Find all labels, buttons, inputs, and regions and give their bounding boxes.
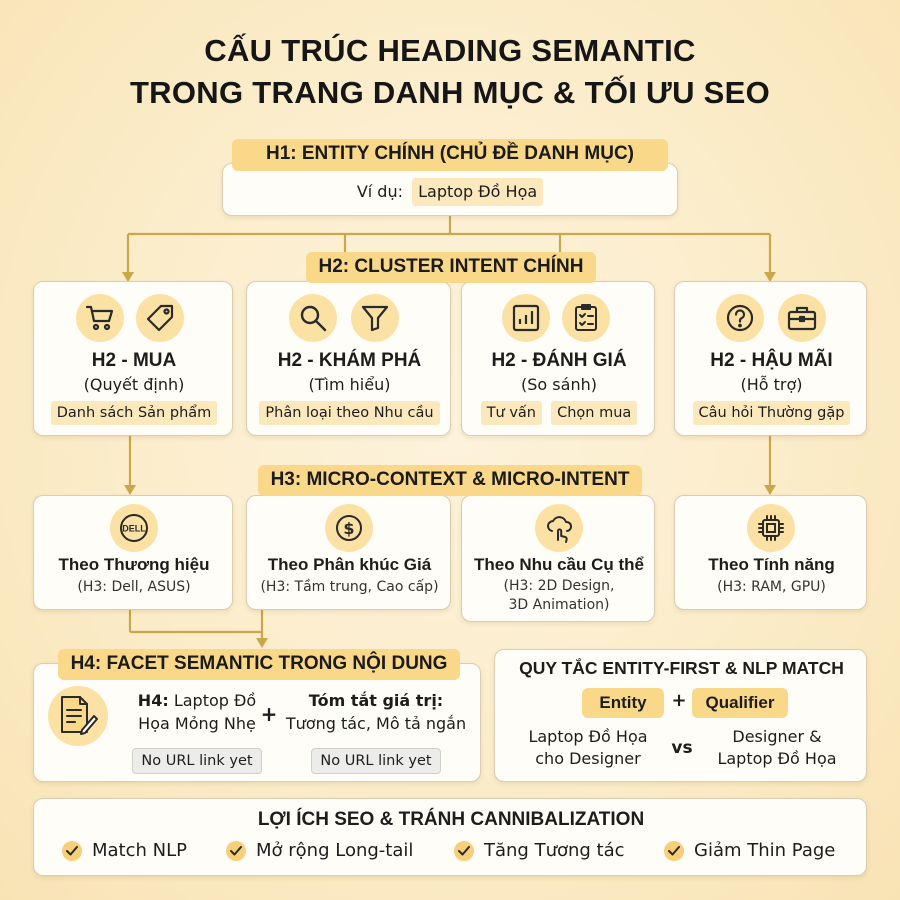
h2-cluster-band: H2: CLUSTER INTENT CHÍNH bbox=[306, 252, 596, 283]
h2-subtitle: (Tìm hiểu) bbox=[308, 375, 391, 394]
seo-benefits-card: LỢI ÍCH SEO & TRÁNH CANNIBALIZATION Matc… bbox=[33, 798, 867, 876]
price-tag-icon bbox=[136, 294, 184, 342]
h3-title: Theo Thương hiệu bbox=[58, 555, 210, 574]
h3-title: Theo Nhu cầu Cụ thể bbox=[474, 555, 644, 574]
rule-plus: + bbox=[671, 690, 687, 711]
check-icon bbox=[226, 841, 246, 861]
url-status-chip: No URL link yet bbox=[311, 748, 441, 774]
h4-plus: + bbox=[260, 702, 278, 726]
benefit-item: Giảm Thin Page bbox=[694, 840, 836, 861]
h4-right-bold: Tóm tắt giá trị: bbox=[308, 691, 444, 710]
rule-vs: vs bbox=[671, 738, 693, 758]
h2-chip: Danh sách Sản phẩm bbox=[50, 401, 218, 425]
funnel-icon bbox=[351, 294, 399, 342]
h3-detail: (H3: RAM, GPU) bbox=[717, 579, 826, 595]
h2-subtitle: (So sánh) bbox=[521, 375, 597, 394]
entity-first-rule-card: QUY TẮC ENTITY-FIRST & NLP MATCH Entity … bbox=[494, 649, 867, 782]
h4-left-line-2: Họa Mỏng Nhẹ bbox=[138, 714, 256, 733]
magnifier-icon bbox=[289, 294, 337, 342]
page-title-line-1: CẤU TRÚC HEADING SEMANTIC bbox=[204, 33, 696, 68]
h3-title: Theo Phân khúc Giá bbox=[267, 555, 432, 574]
h3-title: Theo Tính năng bbox=[708, 555, 835, 574]
h2-subtitle: (Quyết định) bbox=[83, 375, 185, 394]
cloud-touch-icon bbox=[535, 504, 583, 552]
benefit-item: Mở rộng Long-tail bbox=[256, 840, 414, 861]
h3-card-need: Theo Nhu cầu Cụ thể (H3: 2D Design, 3D A… bbox=[461, 495, 655, 622]
rule-left-line-2: cho Designer bbox=[535, 749, 641, 768]
h1-example-label: Ví dụ: bbox=[356, 182, 403, 201]
h3-detail-line-2: 3D Animation) bbox=[508, 597, 610, 613]
rule-left-line-1: Laptop Đồ Họa bbox=[528, 727, 648, 746]
benefits-title: LỢI ÍCH SEO & TRÁNH CANNIBALIZATION bbox=[257, 809, 645, 830]
h3-detail: (H3: 2D Design, bbox=[503, 578, 615, 594]
h3-detail: (H3: Tầm trung, Cao cấp) bbox=[260, 579, 439, 595]
checklist-icon bbox=[562, 294, 610, 342]
h3-micro-band: H3: MICRO-CONTEXT & MICRO-INTENT bbox=[258, 465, 642, 496]
rule-right-line-1: Designer & bbox=[732, 727, 822, 746]
h2-title: H2 - MUA bbox=[91, 350, 177, 371]
h2-card-kham-pha: H2 - KHÁM PHÁ (Tìm hiểu) Phân loại theo … bbox=[246, 281, 451, 436]
check-icon bbox=[62, 841, 82, 861]
h2-chip: Phân loại theo Nhu cầu bbox=[259, 401, 440, 425]
qualifier-chip: Qualifier bbox=[692, 688, 788, 718]
h1-entity-band: H1: ENTITY CHÍNH (CHỦ ĐỀ DANH MỤC) bbox=[232, 139, 668, 171]
h4-left-text: Laptop Đồ bbox=[173, 691, 257, 710]
shopping-cart-icon bbox=[76, 294, 124, 342]
url-status-chip: No URL link yet bbox=[132, 748, 262, 774]
h4-right-line-2: Tương tác, Mô tả ngắn bbox=[285, 714, 467, 733]
h4-facet-card: H4: Laptop Đồ Họa Mỏng Nhẹ + Tóm tắt giá… bbox=[33, 663, 481, 782]
cpu-chip-icon bbox=[747, 504, 795, 552]
check-icon bbox=[454, 841, 474, 861]
benefit-item: Tăng Tương tác bbox=[484, 840, 625, 861]
h4-left-line-1: H4: Laptop Đồ bbox=[116, 690, 278, 712]
toolbox-icon bbox=[778, 294, 826, 342]
bar-chart-icon bbox=[502, 294, 550, 342]
h2-card-hau-mai: H2 - HẬU MÃI (Hỗ trợ) Câu hỏi Thường gặp bbox=[674, 281, 867, 436]
h1-example-value: Laptop Đồ Họa bbox=[412, 178, 544, 206]
h2-chip: Chọn mua bbox=[551, 401, 638, 425]
check-icon bbox=[664, 841, 684, 861]
h3-card-feature: Theo Tính năng (H3: RAM, GPU) bbox=[674, 495, 867, 610]
svg-text:$: $ bbox=[343, 519, 354, 538]
h3-detail: (H3: Dell, ASUS) bbox=[77, 579, 191, 595]
rule-title: QUY TẮC ENTITY-FIRST & NLP MATCH bbox=[519, 658, 844, 678]
document-edit-icon bbox=[48, 686, 108, 746]
dell-logo-icon: DELL bbox=[110, 504, 158, 552]
page-title-line-2: TRONG TRANG DANH MỤC & TỐI ƯU SEO bbox=[129, 75, 771, 110]
h2-chip: Tư vấn bbox=[480, 401, 543, 425]
h3-card-price: $ Theo Phân khúc Giá (H3: Tầm trung, Cao… bbox=[246, 495, 451, 610]
h4-facet-band: H4: FACET SEMANTIC TRONG NỘI DUNG bbox=[58, 649, 460, 680]
entity-chip: Entity bbox=[582, 688, 664, 718]
benefit-item: Match NLP bbox=[92, 840, 187, 861]
h2-title: H2 - HẬU MÃI bbox=[710, 350, 833, 371]
h3-card-brand: DELL Theo Thương hiệu (H3: Dell, ASUS) bbox=[33, 495, 233, 610]
h2-title: H2 - ĐÁNH GIÁ bbox=[491, 350, 627, 371]
h2-subtitle: (Hỗ trợ) bbox=[740, 375, 803, 394]
h4-left-bold: H4: bbox=[137, 691, 169, 710]
h1-example: Ví dụ: Laptop Đồ Họa bbox=[222, 178, 678, 206]
dell-logo-text: DELL bbox=[122, 524, 146, 534]
coin-dollar-icon: $ bbox=[325, 504, 373, 552]
h2-title: H2 - KHÁM PHÁ bbox=[277, 350, 422, 371]
h2-card-danh-gia: H2 - ĐÁNH GIÁ (So sánh) Tư vấn Chọn mua bbox=[461, 281, 655, 436]
h2-chip: Câu hỏi Thường gặp bbox=[692, 401, 851, 425]
h2-card-mua: H2 - MUA (Quyết định) Danh sách Sản phẩm bbox=[33, 281, 233, 436]
rule-right-line-2: Laptop Đồ Họa bbox=[717, 749, 837, 768]
question-icon bbox=[716, 294, 764, 342]
